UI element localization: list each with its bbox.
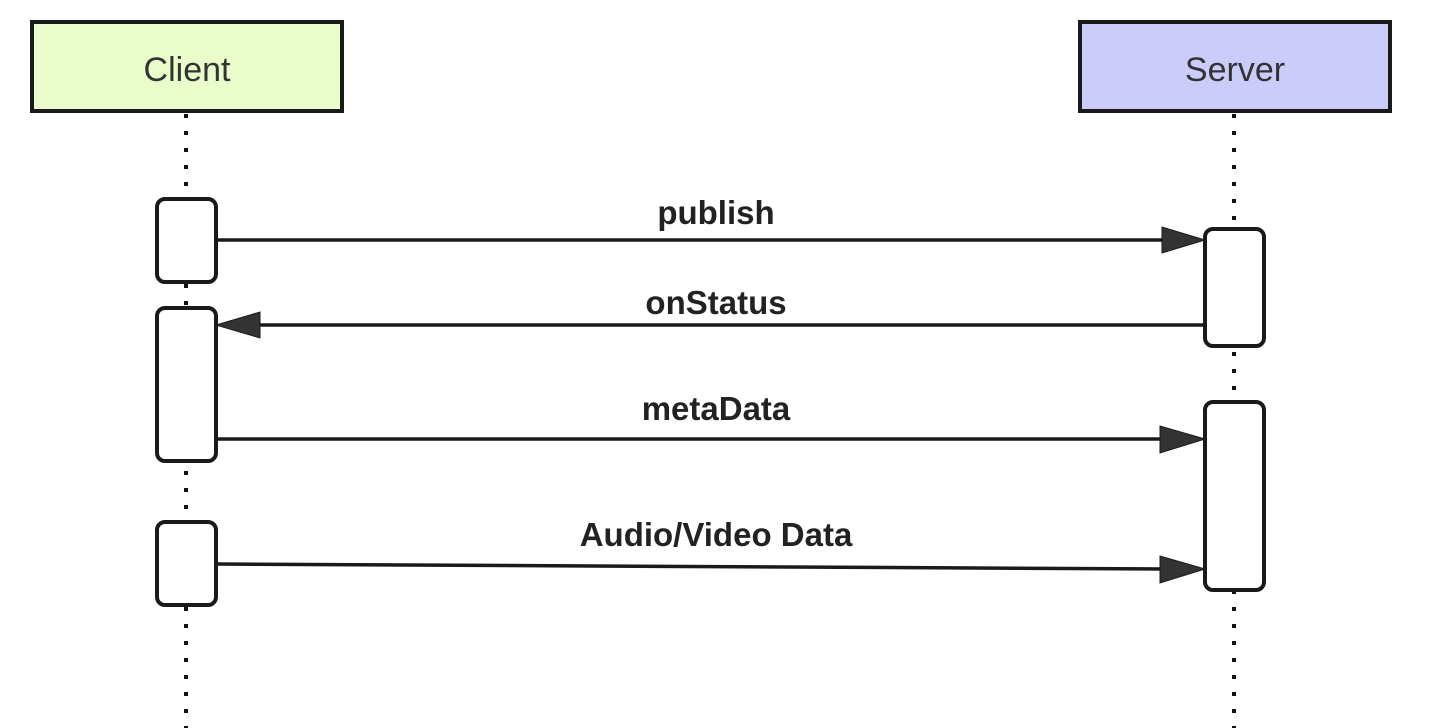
message-publish: publish bbox=[216, 194, 1207, 254]
message-line bbox=[215, 562, 1167, 571]
participant-client: Client bbox=[30, 20, 344, 113]
message-label: Audio/Video Data bbox=[580, 516, 853, 553]
arrowhead-left-icon bbox=[214, 311, 261, 339]
message-label: onStatus bbox=[645, 284, 786, 321]
message-audio-video-data: Audio/Video Data bbox=[215, 516, 1207, 584]
arrowhead-right-icon bbox=[1161, 226, 1207, 254]
client-activation-3 bbox=[155, 520, 218, 607]
message-label: publish bbox=[657, 194, 774, 231]
message-onstatus: onStatus bbox=[214, 284, 1205, 339]
client-activation-2 bbox=[155, 306, 218, 463]
server-box bbox=[1078, 20, 1392, 113]
client-box bbox=[30, 20, 344, 113]
server-activation-1 bbox=[1203, 227, 1266, 348]
message-metadata: metaData bbox=[216, 390, 1207, 454]
client-activation-1 bbox=[155, 197, 218, 284]
arrowhead-right-icon bbox=[1159, 425, 1207, 454]
client-label: Client bbox=[144, 51, 231, 89]
message-label: metaData bbox=[642, 390, 791, 427]
participant-server: Server bbox=[1078, 20, 1392, 113]
server-activation-2 bbox=[1203, 400, 1266, 592]
arrowhead-right-icon bbox=[1159, 555, 1207, 584]
server-label: Server bbox=[1185, 51, 1285, 89]
